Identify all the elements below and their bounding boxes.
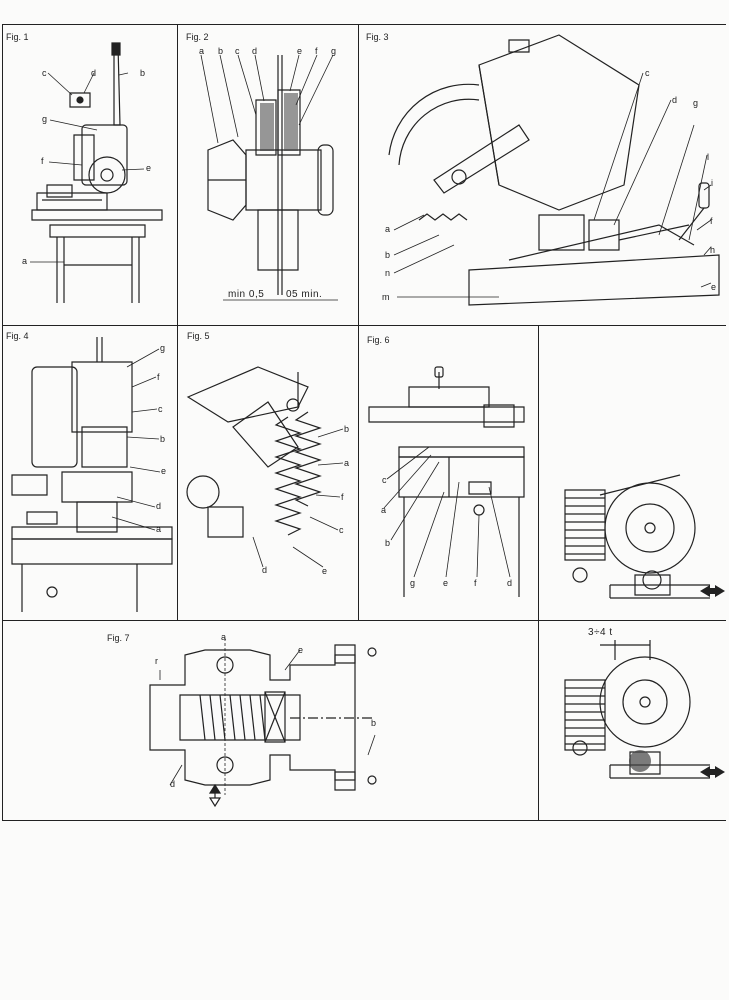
fig4-callout-a: a <box>156 524 162 534</box>
fig2-callout-e: e <box>297 46 303 56</box>
grid-line-v2 <box>358 24 359 620</box>
fig2-label: Fig. 2 <box>186 32 209 42</box>
fig1-callout-d: d <box>91 68 97 78</box>
fig3-callout-m: m <box>382 292 390 302</box>
fig3-callout-f: f <box>710 216 713 226</box>
fig4-callout-c: c <box>158 404 163 414</box>
fig3-callout-l: l <box>707 152 709 162</box>
fig3-callout-b: b <box>385 250 391 260</box>
fig5-callout-c: c <box>339 525 344 535</box>
fig2-drawing <box>178 25 358 325</box>
fig7-callout-e: e <box>298 645 304 655</box>
fig3-callout-d: d <box>672 95 678 105</box>
fig5-callout-e: e <box>322 566 328 576</box>
fig2-callout-d: d <box>252 46 258 56</box>
fig2-callout-g: g <box>331 46 337 56</box>
fig2-callout-f: f <box>315 46 318 56</box>
fig7-drawing <box>140 630 400 810</box>
grid-line-middle-2 <box>2 620 538 621</box>
fig6-label: Fig. 6 <box>367 335 390 345</box>
fig5-drawing <box>178 327 358 619</box>
fig7-label: Fig. 7 <box>107 633 130 643</box>
fig6-callout-f: f <box>474 578 477 588</box>
fig7-callout-d: d <box>170 779 176 789</box>
fig1-drawing <box>2 25 177 325</box>
grid-line-v1 <box>177 24 178 620</box>
fig3-callout-c: c <box>645 68 650 78</box>
fig4-callout-b: b <box>160 434 166 444</box>
fig2-callout-a: a <box>199 46 205 56</box>
fig2-callout-c: c <box>235 46 240 56</box>
fig3-callout-h: h <box>710 245 716 255</box>
fig6-callout-d: d <box>507 578 513 588</box>
fig1-callout-a: a <box>22 256 28 266</box>
fig8-dimension: 3÷4 t <box>588 627 613 638</box>
fig5-callout-a: a <box>344 458 350 468</box>
fig6-callout-e: e <box>443 578 449 588</box>
fig1-callout-g: g <box>42 114 48 124</box>
fig5-callout-d: d <box>262 565 268 575</box>
fig6-callout-b: b <box>385 538 391 548</box>
fig5-callout-b: b <box>344 424 350 434</box>
fig4-callout-f: f <box>157 372 160 382</box>
fig3-label: Fig. 3 <box>366 32 389 42</box>
fig1-label: Fig. 1 <box>6 32 29 42</box>
fig6-callout-a: a <box>381 505 387 515</box>
fig7-callout-r: r <box>155 656 158 666</box>
fig8-bottom-drawing <box>540 640 725 790</box>
fig8-top-drawing <box>540 470 725 600</box>
fig5-label: Fig. 5 <box>187 331 210 341</box>
fig3-callout-a: a <box>385 224 391 234</box>
grid-line-top <box>2 24 726 25</box>
fig6-drawing <box>359 327 539 619</box>
grid-line-v4 <box>2 24 3 820</box>
fig6-callout-g: g <box>410 578 416 588</box>
fig3-callout-n: n <box>385 268 391 278</box>
fig3-drawing <box>359 25 724 323</box>
grid-line-bottom <box>2 820 726 821</box>
fig4-callout-e: e <box>161 466 167 476</box>
fig7-callout-a: a <box>221 632 227 642</box>
fig6-callout-c: c <box>382 475 387 485</box>
fig1-callout-b: b <box>140 68 146 78</box>
fig2-dimension-left: min 0,5 <box>228 289 265 300</box>
fig4-callout-d: d <box>156 501 162 511</box>
fig3-callout-g: g <box>693 98 699 108</box>
fig1-callout-e: e <box>146 163 152 173</box>
grid-line-middle-1 <box>2 325 726 326</box>
fig7-callout-b: b <box>371 718 377 728</box>
fig3-callout-e: e <box>711 282 717 292</box>
fig2-callout-b: b <box>218 46 224 56</box>
fig2-dimension-right: 05 min. <box>286 289 323 300</box>
fig4-drawing <box>2 327 177 619</box>
fig1-callout-c: c <box>42 68 47 78</box>
grid-line-fig8-mid <box>538 620 726 621</box>
fig4-label: Fig. 4 <box>6 331 29 341</box>
fig4-callout-g: g <box>160 343 166 353</box>
fig5-callout-f: f <box>341 492 344 502</box>
fig1-callout-f: f <box>41 156 44 166</box>
fig3-callout-i: i <box>711 178 713 188</box>
grid-line-v3 <box>538 325 539 820</box>
